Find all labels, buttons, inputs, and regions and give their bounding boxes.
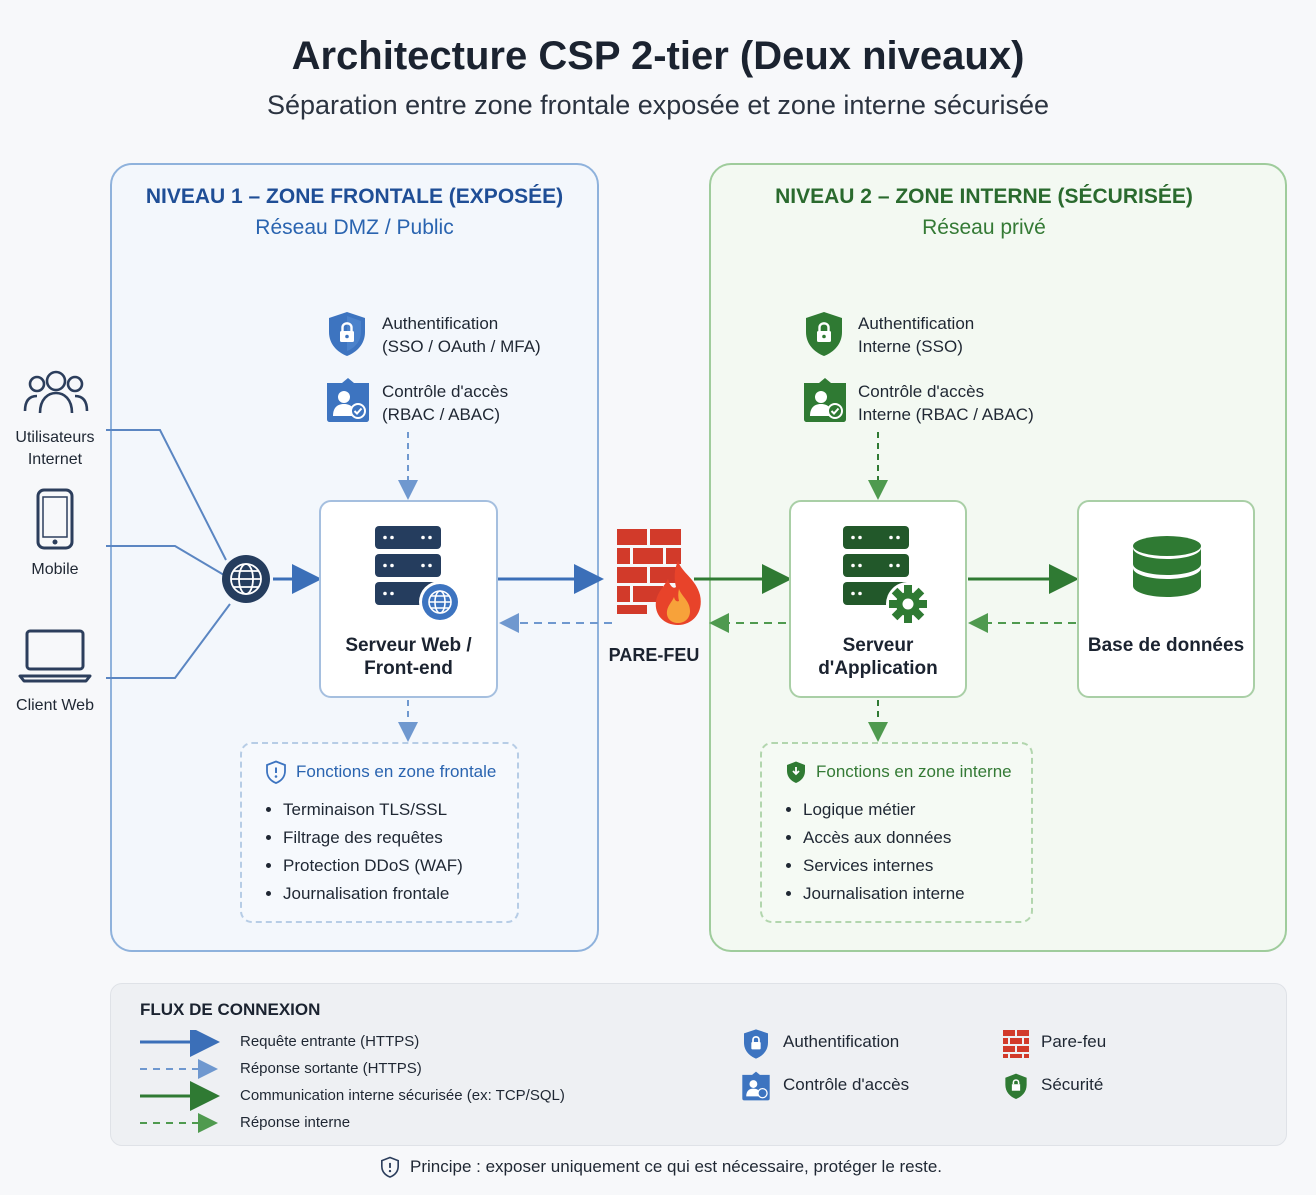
legend-shield-lock-icon <box>744 1029 768 1059</box>
web-server-label-line1: Serveur Web / <box>345 635 472 656</box>
zone1-access-block: Contrôle d'accès (RBAC / ABAC) <box>382 380 508 426</box>
zone2-auth-title: Authentification <box>858 314 975 333</box>
shield-security-icon <box>787 761 805 783</box>
shield-lock-icon <box>806 312 842 356</box>
zone1-access-title: Contrôle d'accès <box>382 382 509 401</box>
legend-auth-label: Authentification <box>783 1032 900 1051</box>
legend-title: FLUX DE CONNEXION <box>140 1000 321 1019</box>
zone2-functions-box <box>760 742 1033 923</box>
globe-icon <box>222 555 270 603</box>
link-web <box>106 603 231 679</box>
web-server-label-line2: Front-end <box>364 658 453 679</box>
page-title: Architecture CSP 2-tier (Deux niveaux) <box>291 34 1025 78</box>
access-control-icon <box>804 378 846 422</box>
zone2-access-detail: Interne (RBAC / ABAC) <box>858 405 1034 424</box>
database-box <box>1077 500 1255 698</box>
zone2-title: NIVEAU 2 – ZONE INTERNE (SÉCURISÉE) <box>775 185 1193 208</box>
link-mobile <box>106 545 225 576</box>
list-item: Logique métier <box>803 796 965 824</box>
app-server-label: Serveur d'Application <box>789 634 967 680</box>
list-item: Journalisation interne <box>803 880 965 908</box>
legend-flow-internal-response: Réponse interne <box>240 1114 351 1131</box>
list-item: Journalisation frontale <box>283 880 463 908</box>
access-control-icon <box>327 378 369 422</box>
zone1-functions-list: Terminaison TLS/SSL Filtrage des requête… <box>263 796 463 908</box>
footer-shield-icon <box>381 1156 399 1178</box>
zone2-auth-block: Authentification Interne (SSO) <box>858 312 974 358</box>
web-label: Client Web <box>16 697 94 714</box>
web-server-icon <box>375 526 461 623</box>
zone2-functions-title: Fonctions en zone interne <box>816 762 1012 781</box>
legend-access-control-icon <box>742 1071 770 1101</box>
footer-principle: Principe : exposer uniquement ce qui est… <box>410 1157 943 1176</box>
legend-firewall-label: Pare-feu <box>1041 1032 1107 1051</box>
zone1-access-detail: (RBAC / ABAC) <box>382 405 501 424</box>
database-icon <box>1133 536 1201 597</box>
zone1-title: NIVEAU 1 – ZONE FRONTALE (EXPOSÉE) <box>145 185 564 208</box>
zone1-subtitle: Réseau DMZ / Public <box>255 216 454 239</box>
zone2-access-block: Contrôle d'accès Interne (RBAC / ABAC) <box>858 380 1034 426</box>
legend-flow-response: Réponse sortante (HTTPS) <box>240 1060 422 1077</box>
list-item: Terminaison TLS/SSL <box>283 796 463 824</box>
legend-flow-lines <box>140 1030 220 1133</box>
legend-panel <box>110 983 1287 1146</box>
zone2-access-title: Contrôle d'accès <box>858 382 985 401</box>
legend-firewall-icon <box>1003 1030 1029 1058</box>
zone2-subtitle: Réseau privé <box>922 216 1046 239</box>
list-item: Services internes <box>803 852 965 880</box>
firewall-label: PARE-FEU <box>608 645 700 665</box>
page-subtitle: Séparation entre zone frontale exposée e… <box>266 90 1049 120</box>
zone1-functions-title: Fonctions en zone frontale <box>296 762 497 781</box>
zone1-auth-detail: (SSO / OAuth / MFA) <box>382 337 541 356</box>
shield-outline-icon <box>266 760 286 784</box>
users-icon <box>23 370 89 414</box>
app-server-label-line1: Serveur <box>842 635 914 656</box>
legend-flow-request: Requête entrante (HTTPS) <box>240 1033 420 1050</box>
mobile-label: Mobile <box>31 561 79 578</box>
zone1-functions-box <box>240 742 519 923</box>
list-item: Accès aux données <box>803 824 965 852</box>
legend-security-icon <box>1005 1073 1027 1099</box>
zone2-functions-list: Logique métier Accès aux données Service… <box>783 796 965 908</box>
legend-security-label: Sécurité <box>1041 1075 1104 1094</box>
users-label: Utilisateurs Internet <box>5 427 105 471</box>
web-server-label: Serveur Web / Front-end <box>319 634 498 680</box>
laptop-icon <box>18 629 92 683</box>
mobile-icon <box>36 488 74 550</box>
list-item: Filtrage des requêtes <box>283 824 463 852</box>
zone1-auth-title: Authentification <box>382 314 499 333</box>
users-label-line2: Internet <box>27 451 83 468</box>
app-server-icon <box>843 526 930 624</box>
app-server-label-line2: d'Application <box>818 658 938 679</box>
legend-flow-internal: Communication interne sécurisée (ex: TCP… <box>240 1087 565 1104</box>
list-item: Protection DDoS (WAF) <box>283 852 463 880</box>
users-label-line1: Utilisateurs <box>15 429 95 446</box>
legend-access-label: Contrôle d'accès <box>783 1075 910 1094</box>
zone2-auth-detail: Interne (SSO) <box>858 337 963 356</box>
zone1-auth-block: Authentification (SSO / OAuth / MFA) <box>382 312 541 358</box>
database-label: Base de données <box>1087 635 1245 656</box>
link-users <box>106 429 227 561</box>
shield-lock-icon <box>329 312 365 356</box>
firewall-icon <box>617 529 701 625</box>
